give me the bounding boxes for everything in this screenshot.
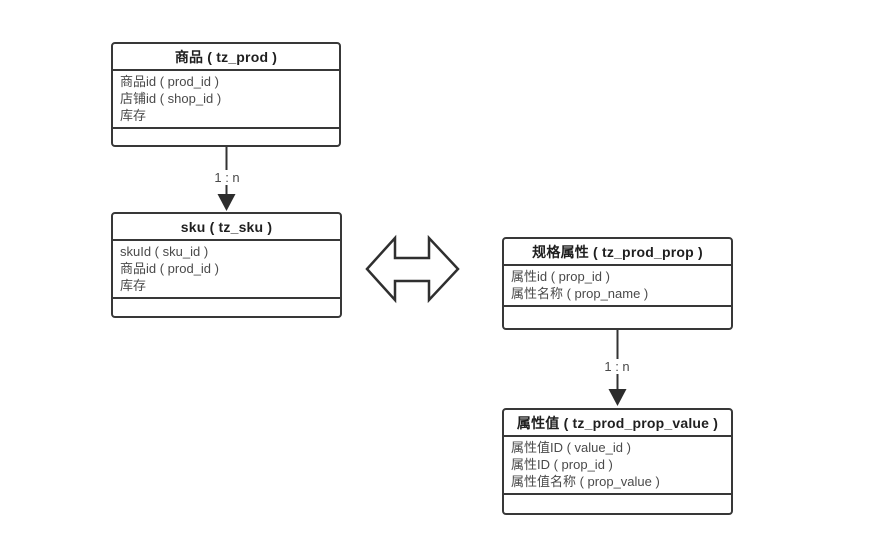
entity-prod: 商品 ( tz_prod ) 商品id ( prod_id ) 店铺id ( s… (111, 42, 341, 147)
entity-fields: 属性id ( prop_id ) 属性名称 ( prop_name ) (504, 266, 731, 307)
relation-label-prop-value: 1 : n (600, 359, 634, 374)
field-row: 库存 (120, 108, 147, 123)
entity-footer (113, 299, 340, 316)
entity-prop: 规格属性 ( tz_prod_prop ) 属性id ( prop_id ) 属… (502, 237, 733, 330)
entity-title: 规格属性 ( tz_prod_prop ) (504, 239, 731, 266)
field-row: 属性名称 ( prop_name ) (511, 286, 649, 301)
arrowhead-icon (608, 389, 627, 406)
entity-prop-value: 属性值 ( tz_prod_prop_value ) 属性值ID ( value… (502, 408, 733, 515)
field-row: 店铺id ( shop_id ) (120, 91, 222, 106)
field-row: skuId ( sku_id ) (120, 244, 209, 259)
double-arrow-icon (365, 234, 460, 304)
entity-title: 商品 ( tz_prod ) (113, 44, 339, 71)
field-row: 库存 (120, 278, 147, 293)
entity-sku: sku ( tz_sku ) skuId ( sku_id ) 商品id ( p… (111, 212, 342, 318)
field-row: 商品id ( prod_id ) (120, 74, 219, 89)
field-row: 属性id ( prop_id ) (511, 269, 610, 284)
field-row: 属性值ID ( value_id ) (511, 440, 631, 455)
field-row: 商品id ( prod_id ) (120, 261, 219, 276)
entity-fields: 属性值ID ( value_id ) 属性ID ( prop_id ) 属性值名… (504, 437, 731, 495)
field-row: 属性值名称 ( prop_value ) (511, 474, 660, 489)
entity-footer (113, 129, 339, 145)
entity-fields: 商品id ( prod_id ) 店铺id ( shop_id ) 库存 (113, 71, 339, 129)
arrowhead-icon (217, 194, 236, 211)
relation-label-prod-sku: 1 : n (210, 170, 244, 185)
entity-title: sku ( tz_sku ) (113, 214, 340, 241)
field-row: 属性ID ( prop_id ) (511, 457, 613, 472)
entity-footer (504, 307, 731, 328)
entity-fields: skuId ( sku_id ) 商品id ( prod_id ) 库存 (113, 241, 340, 299)
entity-title: 属性值 ( tz_prod_prop_value ) (504, 410, 731, 437)
entity-footer (504, 495, 731, 513)
